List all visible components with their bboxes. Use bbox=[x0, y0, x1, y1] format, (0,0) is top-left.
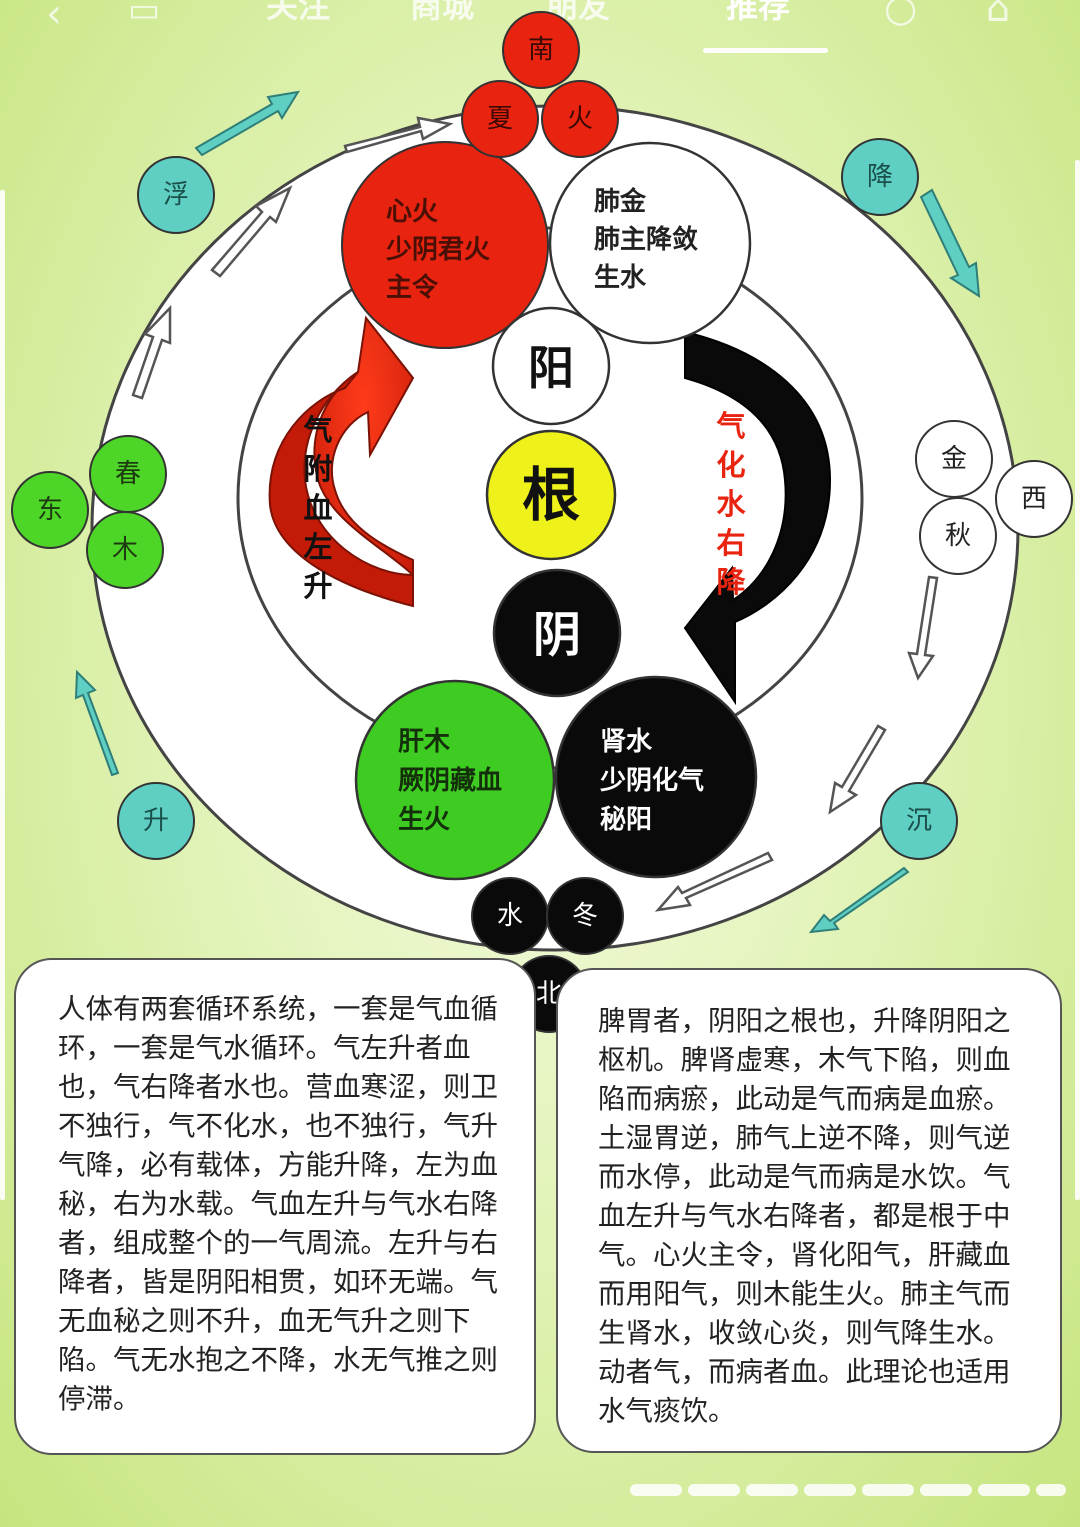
lung-line-2: 肺主降敛 bbox=[594, 224, 698, 255]
right-arrow-char-1: 气 bbox=[715, 409, 745, 443]
tab-mall[interactable]: 商城 bbox=[410, 0, 475, 25]
tab-recommend[interactable]: 推荐 bbox=[726, 0, 791, 25]
heart-line-2: 少阴君火 bbox=[385, 235, 490, 265]
root-label: 根 bbox=[522, 461, 580, 529]
south-circle bbox=[502, 11, 580, 89]
liver-line-2: 厥阴藏血 bbox=[398, 766, 502, 796]
sink-label: 沉 bbox=[906, 806, 932, 836]
left-arrow-char-3: 血 bbox=[303, 491, 332, 525]
yin-circle bbox=[492, 568, 622, 698]
pager-segment-6[interactable] bbox=[920, 1484, 972, 1496]
east-label: 东 bbox=[37, 495, 63, 525]
float-circle bbox=[137, 156, 215, 234]
search-icon[interactable]: ○ bbox=[884, 0, 918, 30]
spring-label: 春 bbox=[115, 459, 141, 489]
wood-label: 木 bbox=[112, 535, 138, 565]
left-edge-line bbox=[0, 190, 5, 1200]
right-arrow-char-4: 右 bbox=[716, 526, 745, 560]
water-label: 水 bbox=[497, 901, 523, 931]
sink-circle bbox=[880, 782, 958, 860]
left-arrow-char-5: 升 bbox=[303, 569, 332, 603]
heart-line-3: 主令 bbox=[386, 272, 439, 303]
yin-label: 阴 bbox=[533, 607, 581, 663]
kidney-line-2: 少阴化气 bbox=[599, 765, 704, 796]
right-text-panel: 脾胃者，阴阳之根也，升降阴阳之枢机。脾肾虚寒，木气下陷，则血陷而病瘀，此动是气而… bbox=[556, 968, 1062, 1453]
summer-circle bbox=[461, 80, 539, 158]
pager-segment-2[interactable] bbox=[688, 1484, 740, 1496]
motion-teal-arrows bbox=[74, 90, 981, 934]
liver-line-1: 肝木 bbox=[398, 727, 450, 757]
right-arrow-char-5: 降 bbox=[716, 565, 746, 599]
descend-circle bbox=[841, 138, 919, 216]
float-label: 浮 bbox=[163, 180, 189, 210]
yang-circle bbox=[491, 306, 611, 426]
kidney-line-1: 肾水 bbox=[600, 727, 653, 757]
left-arrow-char-4: 左 bbox=[303, 530, 332, 564]
autumn-label: 秋 bbox=[945, 521, 971, 551]
profile-icon[interactable]: ⌂ bbox=[986, 0, 1011, 30]
lung-metal-circle bbox=[548, 141, 752, 345]
pager-segment-7[interactable] bbox=[978, 1484, 1030, 1496]
cycle-outline-arrows bbox=[131, 116, 939, 912]
right-black-arrow bbox=[683, 330, 832, 706]
heart-line-1: 心火 bbox=[386, 197, 438, 227]
south-label: 南 bbox=[528, 35, 554, 65]
heart-fire-circle bbox=[341, 141, 549, 349]
left-arrow-char-2: 附 bbox=[303, 452, 332, 486]
autumn-circle bbox=[919, 497, 997, 575]
right-panel-text: 脾胃者，阴阳之根也，升降阴阳之枢机。脾肾虚寒，木气下陷，则血陷而病瘀，此动是气而… bbox=[598, 1005, 1011, 1427]
liver-wood-circle bbox=[354, 679, 556, 881]
pager-segment-3[interactable] bbox=[746, 1484, 798, 1496]
left-arrow-char-1: 气 bbox=[302, 413, 332, 447]
yang-label: 阳 bbox=[528, 341, 574, 395]
right-arrow-char-3: 水 bbox=[716, 487, 746, 521]
tab-follow[interactable]: 关注 bbox=[266, 0, 331, 25]
winter-label: 冬 bbox=[572, 901, 598, 931]
winter-circle bbox=[546, 877, 624, 955]
pager-segment-4[interactable] bbox=[804, 1484, 856, 1496]
pager-segment-8[interactable] bbox=[1036, 1484, 1066, 1496]
west-label: 西 bbox=[1021, 484, 1047, 514]
screen-icon[interactable]: ▭ bbox=[128, 0, 161, 30]
wood-circle bbox=[86, 511, 164, 589]
kidney-line-3: 秘阳 bbox=[600, 804, 652, 835]
rise-circle bbox=[117, 782, 195, 860]
fire-label: 火 bbox=[567, 104, 593, 134]
right-arrow-char-2: 化 bbox=[716, 448, 745, 482]
west-circle bbox=[995, 460, 1073, 538]
summer-label: 夏 bbox=[487, 104, 513, 134]
kidney-water-circle bbox=[554, 675, 758, 879]
liver-line-3: 生火 bbox=[398, 805, 450, 835]
top-app-bar: ‹ ▭ 关注 商城 朋友 推荐 ○ ⌂ bbox=[0, 0, 1080, 60]
lung-line-1: 肺金 bbox=[594, 186, 647, 217]
descend-label: 降 bbox=[867, 162, 893, 192]
left-text-panel: 人体有两套循环系统，一套是气血循环，一套是气水循环。气左升者血也，气右降者水也。… bbox=[14, 958, 536, 1455]
fire-circle bbox=[541, 80, 619, 158]
rise-label: 升 bbox=[143, 806, 169, 836]
east-circle bbox=[11, 471, 89, 549]
root-circle bbox=[485, 429, 617, 561]
pager-segment-5[interactable] bbox=[862, 1484, 914, 1496]
metal-circle bbox=[915, 420, 993, 498]
left-red-arrow-back bbox=[268, 371, 414, 608]
lung-line-3: 生水 bbox=[594, 263, 647, 293]
metal-label: 金 bbox=[941, 444, 967, 474]
left-panel-text: 人体有两套循环系统，一套是气血循环，一套是气水循环。气左升者血也，气右降者水也。… bbox=[58, 993, 498, 1415]
active-tab-indicator bbox=[703, 48, 828, 53]
pager-segment-1[interactable] bbox=[630, 1484, 682, 1496]
right-edge-line bbox=[1075, 160, 1080, 1200]
back-icon[interactable]: ‹ bbox=[46, 0, 62, 37]
